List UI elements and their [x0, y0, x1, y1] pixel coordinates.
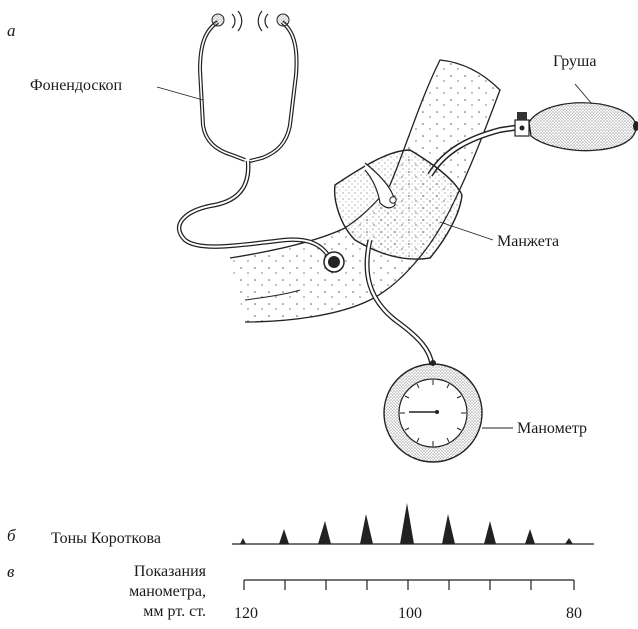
scale-tick-label: 100 — [398, 605, 422, 622]
stethoscope — [177, 20, 345, 273]
earpiece-left — [211, 10, 243, 32]
panel-label-a: а — [7, 21, 16, 40]
manometer-tube — [364, 239, 435, 366]
label-readings-line2: манометра, — [129, 583, 206, 600]
label-cuff: Манжета — [497, 233, 560, 250]
korotkoff-trace — [232, 503, 594, 545]
label-readings-line3: мм рт. ст. — [143, 603, 206, 620]
inflation-bulb — [528, 102, 638, 152]
manometer-scale — [243, 579, 575, 590]
bulb-valve — [514, 112, 530, 137]
manometer-gauge — [383, 360, 483, 463]
panel-label-b: б — [7, 526, 16, 545]
label-manometer: Манометр — [517, 420, 587, 437]
label-bulb: Груша — [553, 53, 597, 70]
leader-lines — [156, 83, 593, 429]
cuff — [333, 149, 463, 260]
scale-tick-label: 80 — [566, 605, 582, 622]
label-stethoscope: Фонендоскоп — [30, 77, 123, 94]
earpiece-right — [257, 10, 290, 32]
label-readings-line1: Показания — [133, 563, 206, 580]
panel-label-v: в — [7, 562, 15, 581]
scale-tick-label: 120 — [234, 605, 258, 622]
label-korotkoff-sounds: Тоны Короткова — [51, 530, 161, 547]
